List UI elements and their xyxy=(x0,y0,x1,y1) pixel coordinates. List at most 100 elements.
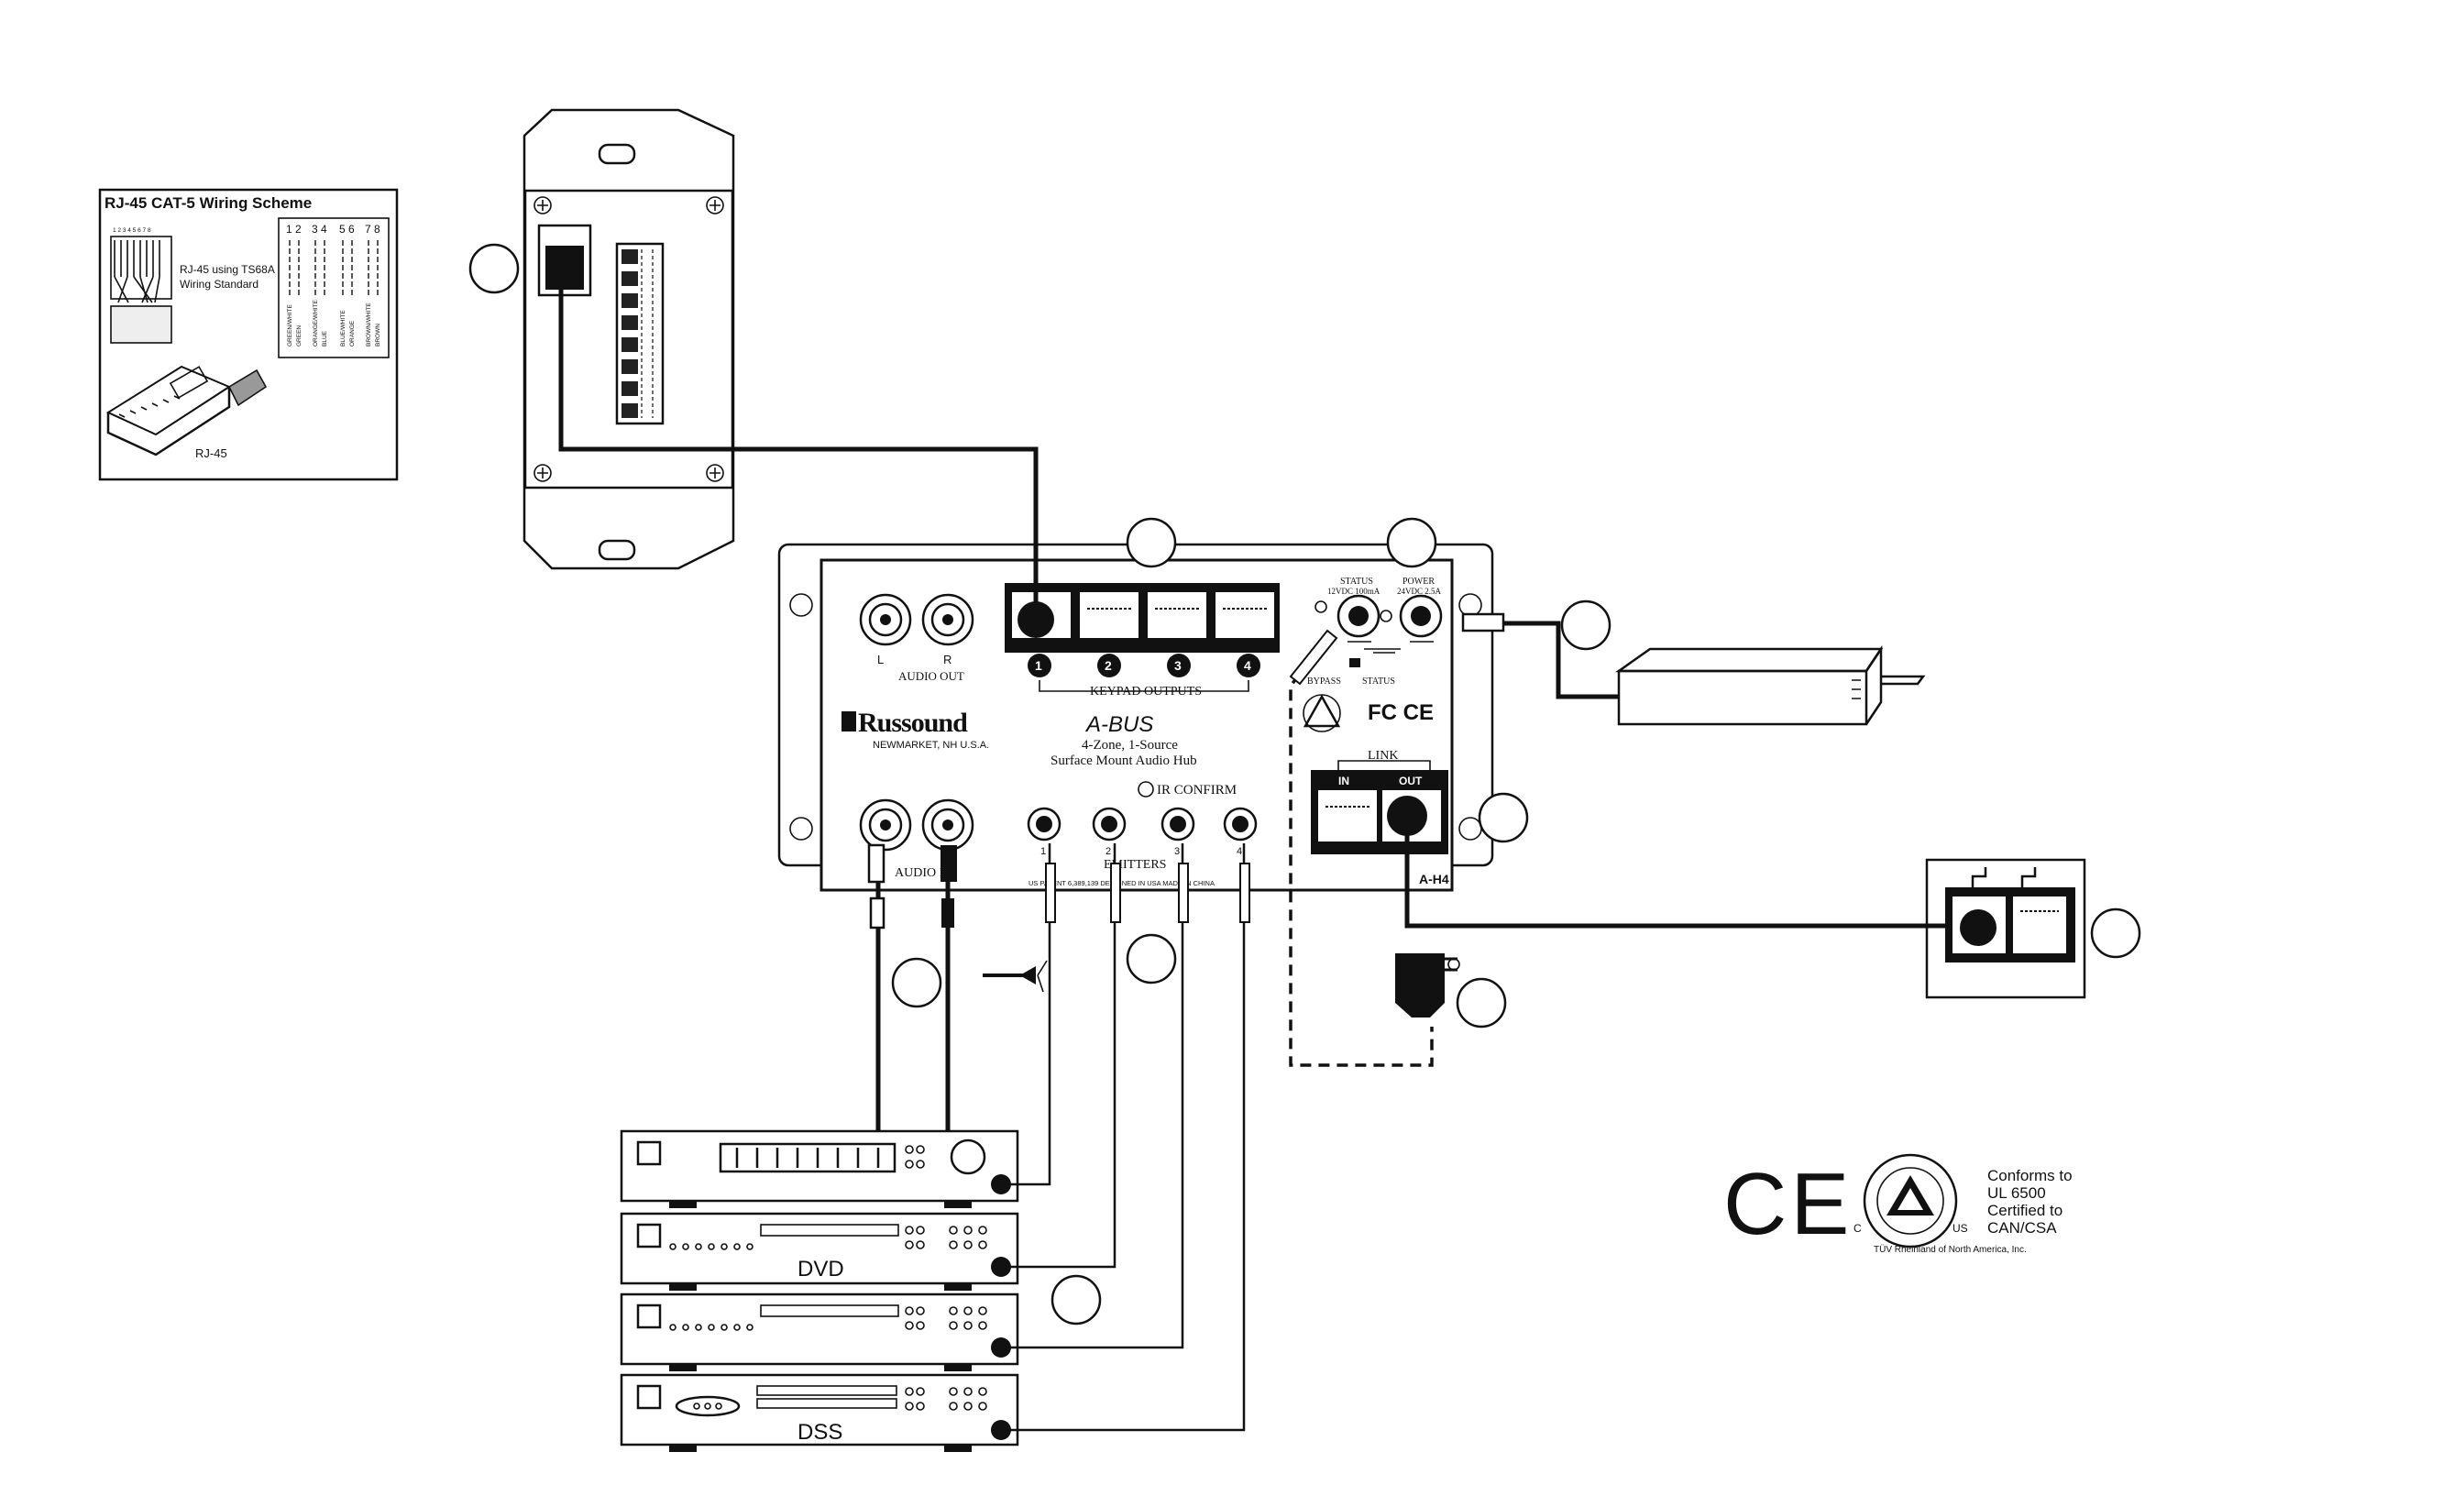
callout-sources xyxy=(1050,1274,1102,1326)
rj45-plug-label: RJ-45 xyxy=(195,446,227,460)
product-line1: 4-Zone, 1-Source xyxy=(1082,738,1178,753)
emitter-cable-4 xyxy=(1006,843,1246,1432)
callout-power-supply xyxy=(1560,600,1612,651)
rj45-wire-color-6: ORANGE xyxy=(349,320,356,346)
bypass-label: BYPASS xyxy=(1307,676,1341,687)
emitter-cable-1 xyxy=(1006,843,1051,1186)
audio-in-label: AUDIO IN xyxy=(895,866,952,880)
russound-brand: Russound NEWMARKET, NH U.S.A. xyxy=(842,708,989,751)
callout-link xyxy=(1478,792,1529,843)
conforms-line2: UL 6500 xyxy=(1987,1184,2046,1202)
source-device-3 xyxy=(620,1292,1019,1371)
callout-keypad xyxy=(468,243,520,294)
product-title: A-BUS 4-Zone, 1-Source Surface Mount Aud… xyxy=(1050,712,1197,768)
emitter-cable-2 xyxy=(1006,843,1116,1269)
cables xyxy=(558,266,1973,1432)
rj45-wire-color-8: BROWN xyxy=(375,324,381,346)
status-switch-label: STATUS xyxy=(1362,676,1395,687)
audio-out-label: AUDIO OUT xyxy=(898,669,964,683)
rj45-wire-color-4: BLUE xyxy=(322,330,328,346)
tuv-c: C xyxy=(1854,1222,1862,1235)
rj45-col-78: 7 8 xyxy=(365,223,380,236)
power-spec: 24VDC 2.5A xyxy=(1397,587,1442,596)
callout-power xyxy=(1386,517,1437,568)
source-device-dvd: DVD xyxy=(620,1212,1019,1291)
wall-power-adapter xyxy=(1395,953,1460,1018)
emitter-1: 1 xyxy=(1040,846,1046,857)
ce-mark: CE xyxy=(1723,1155,1853,1253)
rj45-standard-line2: Wiring Standard xyxy=(180,278,258,291)
tuv-logo: TÜV Rheinland of North America, Inc. C U… xyxy=(1854,1153,2027,1255)
cat5-keypad-cable xyxy=(558,266,1039,620)
ir-confirm-label: IR CONFIRM xyxy=(1157,783,1237,798)
keypad-terminal-block xyxy=(615,242,665,425)
ir-confirm: IR CONFIRM xyxy=(1138,781,1237,798)
emitter-cable-3 xyxy=(1006,843,1184,1349)
rj45-wire-color-1: GREEN/WHITE xyxy=(287,303,293,346)
callout-wall-adapter xyxy=(1456,977,1507,1028)
audio-out-jacks: L R AUDIO OUT xyxy=(859,593,974,683)
power-label: POWER xyxy=(1402,577,1435,587)
source-device-1 xyxy=(620,1129,1019,1208)
link-ports: LINK IN OUT A-H4 xyxy=(1311,749,1449,886)
conforms-line3: Certified to xyxy=(1987,1202,2062,1219)
product-line2: Surface Mount Audio Hub xyxy=(1050,754,1197,768)
rj45-wire-color-2: GREEN xyxy=(296,325,302,346)
rj45-col-34: 3 4 xyxy=(312,223,327,236)
wall-keypad-plate xyxy=(522,108,735,570)
rj45-standard-line1: RJ-45 using TS68A xyxy=(180,263,275,276)
rj45-wiring-scheme-panel: RJ-45 CAT-5 Wiring Scheme 1 2 3 4 5 6 7 … xyxy=(98,188,399,481)
brand-name: Russound xyxy=(858,708,968,738)
link-cable xyxy=(1404,816,1973,929)
rj45-wire-color-7: BROWN/WHITE xyxy=(366,302,372,346)
keypad-output-2: 2 xyxy=(1105,658,1112,673)
audio-out-r: R xyxy=(943,653,952,666)
link-in: IN xyxy=(1338,775,1349,787)
certification-marks: CE TÜV Rheinland of North America, Inc. … xyxy=(1723,1153,2073,1255)
keypad-output-3: 3 xyxy=(1174,658,1182,673)
emitter-3: 3 xyxy=(1174,846,1180,857)
link-wall-plate xyxy=(1925,858,2086,999)
link-label: LINK xyxy=(1368,749,1398,763)
power-supply-cable xyxy=(1500,621,1619,699)
bottom-fine-print: US PATENT 6,389,139 DESIGNED IN USA MADE… xyxy=(1028,879,1215,887)
rj45-col-56: 5 6 xyxy=(339,223,355,236)
callout-emitters xyxy=(1126,933,1177,984)
status-power-section: STATUS 12VDC 100mA POWER 24VDC 2.5A BYPA… xyxy=(1303,577,1443,732)
rj45-connector-top-illustration: 1 2 3 4 5 6 7 8 xyxy=(110,227,172,344)
status-spec: 12VDC 100mA xyxy=(1327,587,1380,596)
rj45-title: RJ-45 CAT-5 Wiring Scheme xyxy=(104,194,312,212)
keypad-output-4: 4 xyxy=(1244,658,1251,673)
keypad-rj45-jack xyxy=(537,224,592,297)
keypad-output-ports: 1 2 3 4 KEYPAD OUTPUTS xyxy=(1005,583,1280,698)
callout-link-wall-plate xyxy=(2090,908,2141,959)
source-device-dss-label: DSS xyxy=(798,1420,842,1445)
abus-hub: L R AUDIO OUT 1 2 3 4 KEYPAD OUTPUTS STA… xyxy=(777,543,1494,892)
conforms-line4: CAN/CSA xyxy=(1987,1219,2057,1237)
keypad-outputs-label: KEYPAD OUTPUTS xyxy=(1090,685,1202,698)
source-device-dss: DSS xyxy=(620,1373,1019,1452)
conforms-line1: Conforms to xyxy=(1987,1167,2073,1184)
callout-audio-in xyxy=(891,957,942,1008)
rj45-col-12: 1 2 xyxy=(286,223,302,236)
product-name: A-BUS xyxy=(1084,712,1153,737)
rj45-pinout-table: 1 2 3 4 5 6 7 8 GREEN/WHITE GREEN ORANGE… xyxy=(278,217,390,358)
tuv-ring-text: TÜV Rheinland of North America, Inc. xyxy=(1874,1244,2027,1255)
rj45-plug-illustration xyxy=(105,365,268,456)
rj45-wire-color-3: ORANGE/WHITE xyxy=(313,299,319,346)
audio-out-l: L xyxy=(877,653,884,666)
tuv-us: US xyxy=(1952,1222,1968,1235)
cert-marks: FC CE xyxy=(1368,700,1434,725)
source-device-dvd-label: DVD xyxy=(798,1257,844,1282)
rj45-wire-color-5: BLUE/WHITE xyxy=(340,310,346,346)
power-supply-brick xyxy=(1615,644,1926,726)
model-label: A-H4 xyxy=(1419,872,1449,886)
emitter-2: 2 xyxy=(1106,846,1111,857)
emitter-plug-icon xyxy=(983,966,1036,984)
callout-keypad-outputs xyxy=(1126,517,1177,568)
keypad-output-1: 1 xyxy=(1035,658,1042,673)
link-out: OUT xyxy=(1399,775,1423,787)
status-label: STATUS xyxy=(1340,577,1373,587)
rj45-pin-header: 1 2 3 4 5 6 7 8 xyxy=(113,227,151,234)
brand-location: NEWMARKET, NH U.S.A. xyxy=(873,740,989,751)
